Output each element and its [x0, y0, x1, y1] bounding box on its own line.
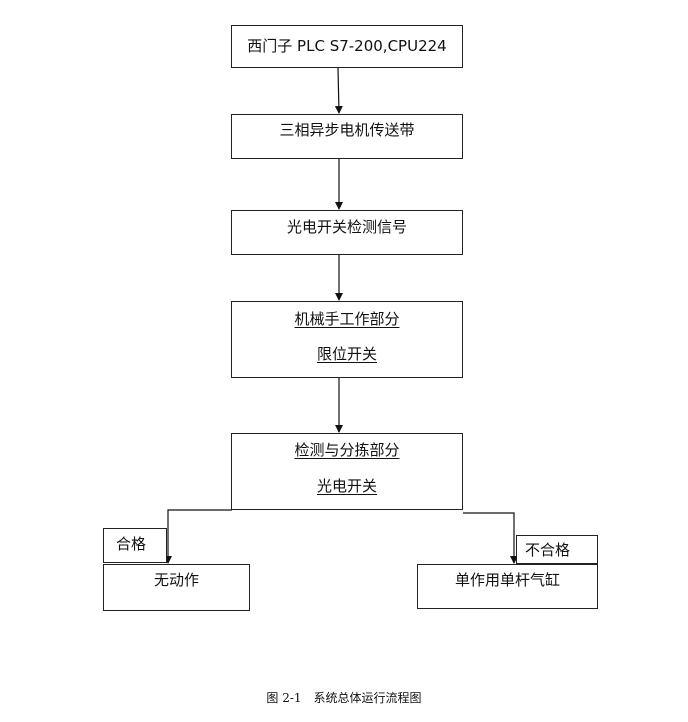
node-manipulator-label-2: 限位开关 — [316, 345, 377, 363]
node-motor-label: 三相异步电机传送带 — [279, 121, 415, 139]
node-cylinder-label: 单作用单杆气缸 — [454, 571, 560, 589]
branch-label-fail-text: 不合格 — [525, 541, 571, 559]
node-sensor: 光电开关检测信号 — [231, 210, 463, 255]
figure-caption: 图 2-1 系统总体运行流程图 — [266, 691, 422, 705]
node-manipulator-label-1: 机械手工作部分 — [294, 310, 400, 328]
node-plc-label: 西门子 PLC S7-200,CPU224 — [247, 37, 447, 55]
branch-label-pass: 合格 — [103, 528, 167, 563]
node-no-action-label: 无动作 — [153, 571, 199, 589]
node-motor: 三相异步电机传送带 — [231, 114, 463, 159]
node-manipulator: 机械手工作部分 限位开关 — [231, 301, 463, 378]
arrow-sorting-to-no-action — [164, 509, 232, 564]
node-cylinder: 单作用单杆气缸 — [417, 564, 598, 609]
node-plc: 西门子 PLC S7-200,CPU224 — [231, 25, 463, 68]
branch-label-pass-text: 合格 — [116, 535, 147, 553]
node-sorting-label-2: 光电开关 — [316, 477, 377, 495]
node-sorting: 检测与分拣部分 光电开关 — [231, 433, 463, 510]
arrow-sorting-to-cylinder — [463, 512, 518, 564]
arrow-plc-to-motor — [334, 67, 343, 114]
branch-label-fail: 不合格 — [516, 535, 598, 564]
node-no-action: 无动作 — [103, 564, 250, 611]
node-sorting-label-1: 检测与分拣部分 — [294, 441, 400, 459]
node-sensor-label: 光电开关检测信号 — [286, 218, 407, 236]
